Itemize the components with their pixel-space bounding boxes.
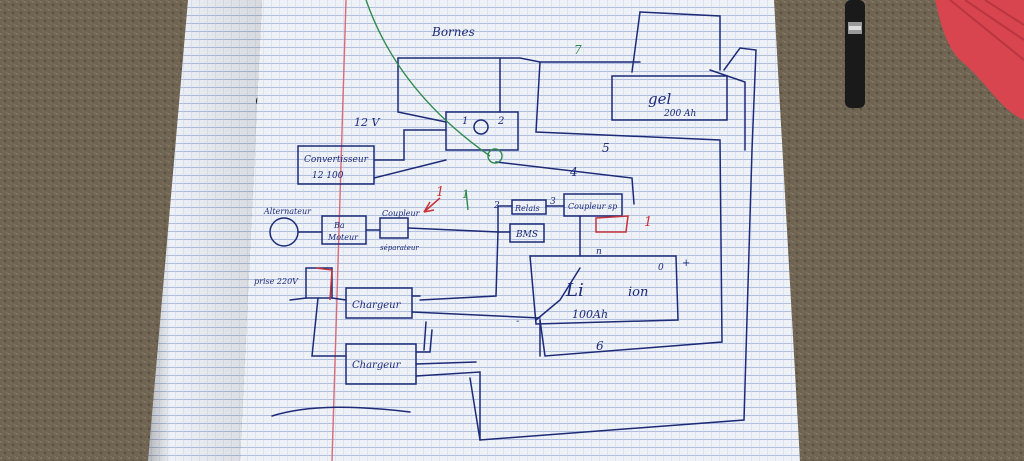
label-wire-3: 3 [550, 197, 556, 207]
relay-box [511, 199, 547, 215]
label-converter-2: 12 100 [312, 171, 344, 181]
label-relay: Relais [514, 204, 540, 213]
green-annotations [365, 0, 503, 211]
label-lithium-capacity: 100Ah [572, 308, 608, 321]
red-cloth [935, 0, 1024, 120]
label-bornes: Bornes [431, 25, 475, 39]
label-wire-2: 2 [493, 201, 500, 211]
label-bms: BMS [515, 230, 538, 240]
label-alternator: Alternateur [263, 207, 312, 216]
label-red-1b: 1 [644, 215, 652, 230]
label-gel: gel [648, 90, 671, 108]
converter-box [297, 145, 375, 185]
label-minus: - [516, 316, 520, 327]
label-pos-n: n [596, 247, 602, 257]
label-coupler-1: Coupleur [382, 209, 421, 218]
red-annotations [315, 197, 629, 301]
label-red-1a: 1 [436, 185, 444, 200]
label-converter-1: Convertisseur [304, 155, 369, 165]
label-coupler-2: séparateur [380, 244, 419, 252]
coupler-sp-box [563, 193, 623, 217]
label-wire-7: 7 [574, 43, 582, 57]
label-charger-2: Chargeur [352, 360, 402, 371]
main-page [240, 0, 800, 461]
charger-box-1 [345, 287, 413, 319]
label-wire-1: 1 [462, 188, 469, 201]
label-wire-6: 6 [596, 339, 604, 353]
wiring-drawing [269, 11, 757, 441]
label-lithium-1: Li [565, 280, 584, 301]
pen [845, 0, 865, 108]
label-lithium-2: ion [628, 285, 648, 300]
label-wire-4: 4 [569, 165, 578, 179]
label-alt-box-2: Moteur [327, 233, 359, 242]
lithium-battery-box [529, 255, 679, 325]
label-switch-0: 0 [658, 263, 664, 273]
gel-battery-box [611, 75, 728, 121]
label-alt-box-1: Ba [333, 221, 345, 230]
label-plus: + [682, 258, 690, 269]
label-switch-1: 1 [462, 116, 468, 127]
label-charger-1: Chargeur [352, 300, 402, 311]
label-switch-2: 2 [497, 116, 504, 127]
label-12v: 12 V [354, 116, 380, 129]
margin-line [331, 0, 347, 461]
bms-box [509, 223, 545, 243]
label-gel-capacity: 200 Ah [663, 109, 696, 119]
label-prise-220: prise 220V [254, 277, 299, 286]
label-wire-5: 5 [602, 141, 610, 155]
label-coupler-sp: Coupleur sp [568, 202, 617, 211]
